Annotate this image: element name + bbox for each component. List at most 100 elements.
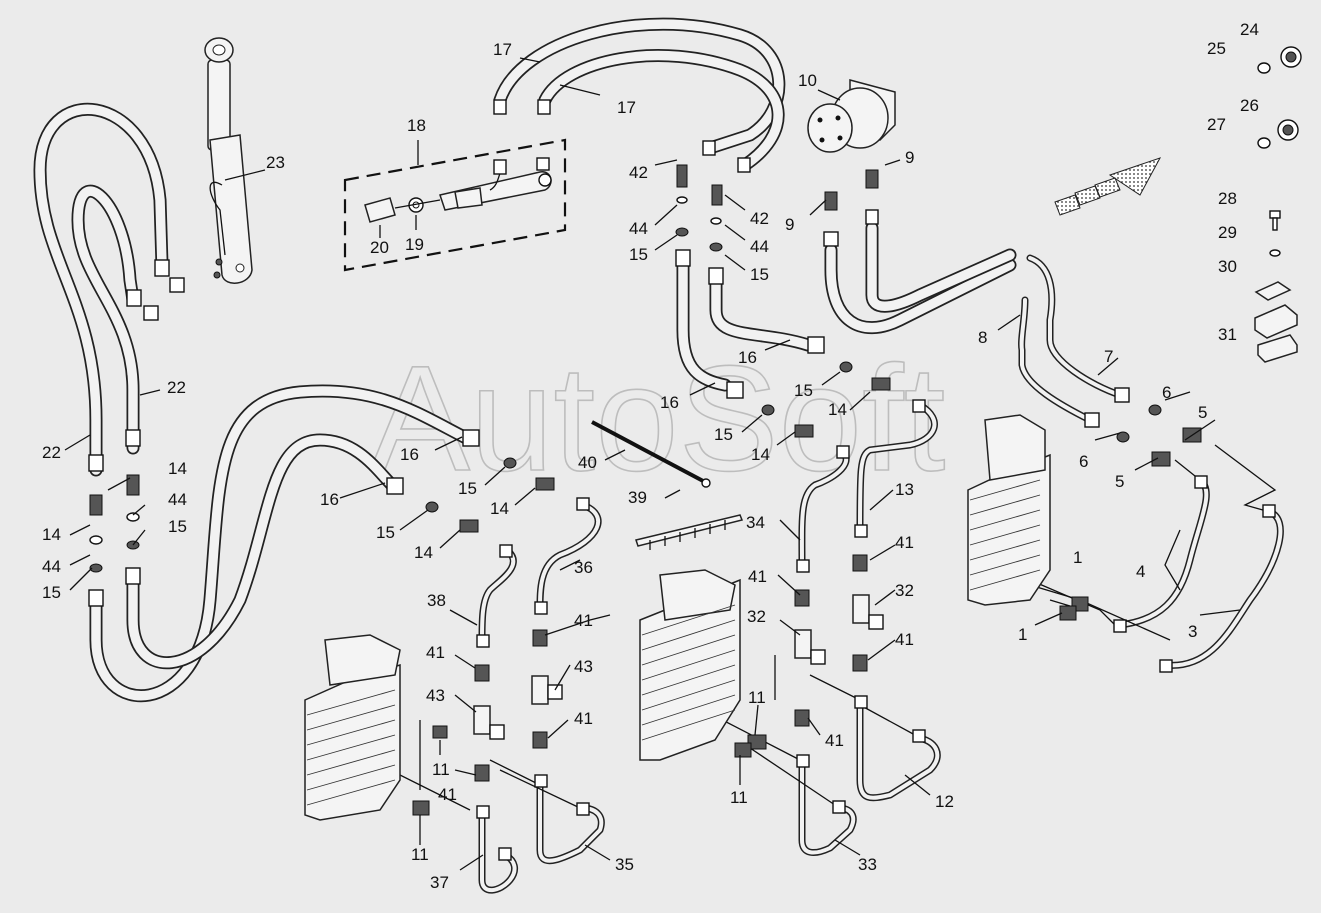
callout-26: 26 [1240,96,1259,115]
callout-15: 15 [750,265,769,284]
callout-44: 44 [168,490,187,509]
connector-line-valve-a3 [489,759,541,786]
callout-6: 6 [1162,383,1171,402]
callout-14: 14 [414,543,433,562]
callout-44: 44 [629,219,648,238]
callout-14: 14 [751,445,770,464]
callout-16: 16 [660,393,679,412]
callout-41: 41 [438,785,457,804]
hose-16-center-a [676,255,732,392]
callout-11: 11 [432,760,450,779]
callout-37: 37 [430,873,449,892]
pipe-34 [798,448,850,569]
callout-28: 28 [1218,189,1237,208]
callout-11: 11 [748,688,766,707]
callout-3: 3 [1188,622,1197,641]
callout-14: 14 [828,400,847,419]
callout-15: 15 [629,245,648,264]
callout-35: 35 [615,855,634,874]
callout-9: 9 [785,215,794,234]
callout-41: 41 [574,709,593,728]
callout-42: 42 [750,209,769,228]
connector-line-valve-c2 [749,747,836,806]
connector-line-valve-a4 [499,769,581,809]
hydraulic-cylinder-23 [204,37,253,284]
callout-38: 38 [427,591,446,610]
callout-11: 11 [730,788,748,807]
connector-line-4 [1029,579,1116,626]
pipe-4 [1116,476,1210,629]
hose-motor-b [865,221,1017,313]
pipe-3 [1161,508,1284,669]
callout-44: 44 [42,557,61,576]
washer-29 [1269,249,1281,257]
callout-44: 44 [750,237,769,256]
callout-25: 25 [1207,39,1226,58]
pipe-35 [536,781,605,865]
callout-16: 16 [738,348,757,367]
callout-15: 15 [168,517,187,536]
callout-41: 41 [748,567,767,586]
clamp-31 [1254,304,1298,363]
tee-fitting-43a [531,675,563,705]
callout-16: 16 [400,445,419,464]
sleeve-27 [1257,137,1271,149]
hose-16-long-a [89,384,477,703]
connector-line-5 [1214,444,1277,513]
callout-6: 6 [1079,452,1088,471]
control-valve-block-center [639,569,741,761]
pipes [369,254,1284,894]
pipe-36 [536,501,602,612]
control-valve-block-left [304,634,401,821]
sleeve-25 [1257,62,1271,74]
hose-22-inner [71,184,140,455]
callout-15: 15 [714,425,733,444]
callout-15: 15 [458,479,477,498]
callout-41: 41 [895,630,914,649]
control-valve-block-right [967,414,1051,606]
connector-line-valve-c5 [859,704,916,736]
callout-36: 36 [574,558,593,577]
callout-39: 39 [628,488,647,507]
callout-41: 41 [895,533,914,552]
callout-labels: 1 1 3 4 5 5 6 6 7 8 9 9 10 11 11 11 11 1… [42,20,1259,892]
bracket-39 [635,514,744,550]
hose-motor-a [824,243,1017,335]
callout-41: 41 [825,731,844,750]
callout-7: 7 [1104,347,1113,366]
callout-11: 11 [411,845,429,864]
callout-17: 17 [493,40,512,59]
callout-13: 13 [895,480,914,499]
pipe-33 [798,761,857,856]
watermark-text: AutoSoft [370,334,945,502]
tee-fitting-43b [473,705,505,740]
connector-line-3 [1029,584,1171,641]
callout-41: 41 [574,611,593,630]
callout-31: 31 [1218,325,1237,344]
tee-fitting-32b [852,594,884,630]
connector-line-valve-c4 [809,674,861,701]
callout-23: 23 [266,153,285,172]
callout-34: 34 [746,513,765,532]
callout-5: 5 [1115,472,1124,491]
callout-1: 1 [1073,548,1082,567]
hose-16-long-b [126,433,402,670]
hose-22-outer [33,102,169,477]
callout-14: 14 [168,459,187,478]
valve-assembly-18 [343,138,567,272]
direction-arrow-icon [1054,157,1162,216]
fittings [88,99,1276,861]
callout-41: 41 [426,643,445,662]
callout-18: 18 [407,116,426,135]
plate-30 [1254,281,1292,301]
hydraulic-motor-10 [807,79,896,153]
callout-19: 19 [405,235,424,254]
callout-40: 40 [578,453,597,472]
callout-14: 14 [42,525,61,544]
callout-17: 17 [617,98,636,117]
callout-30: 30 [1218,257,1237,276]
callout-22: 22 [167,378,186,397]
pipe-7 [1026,254,1124,399]
callout-43: 43 [574,657,593,676]
